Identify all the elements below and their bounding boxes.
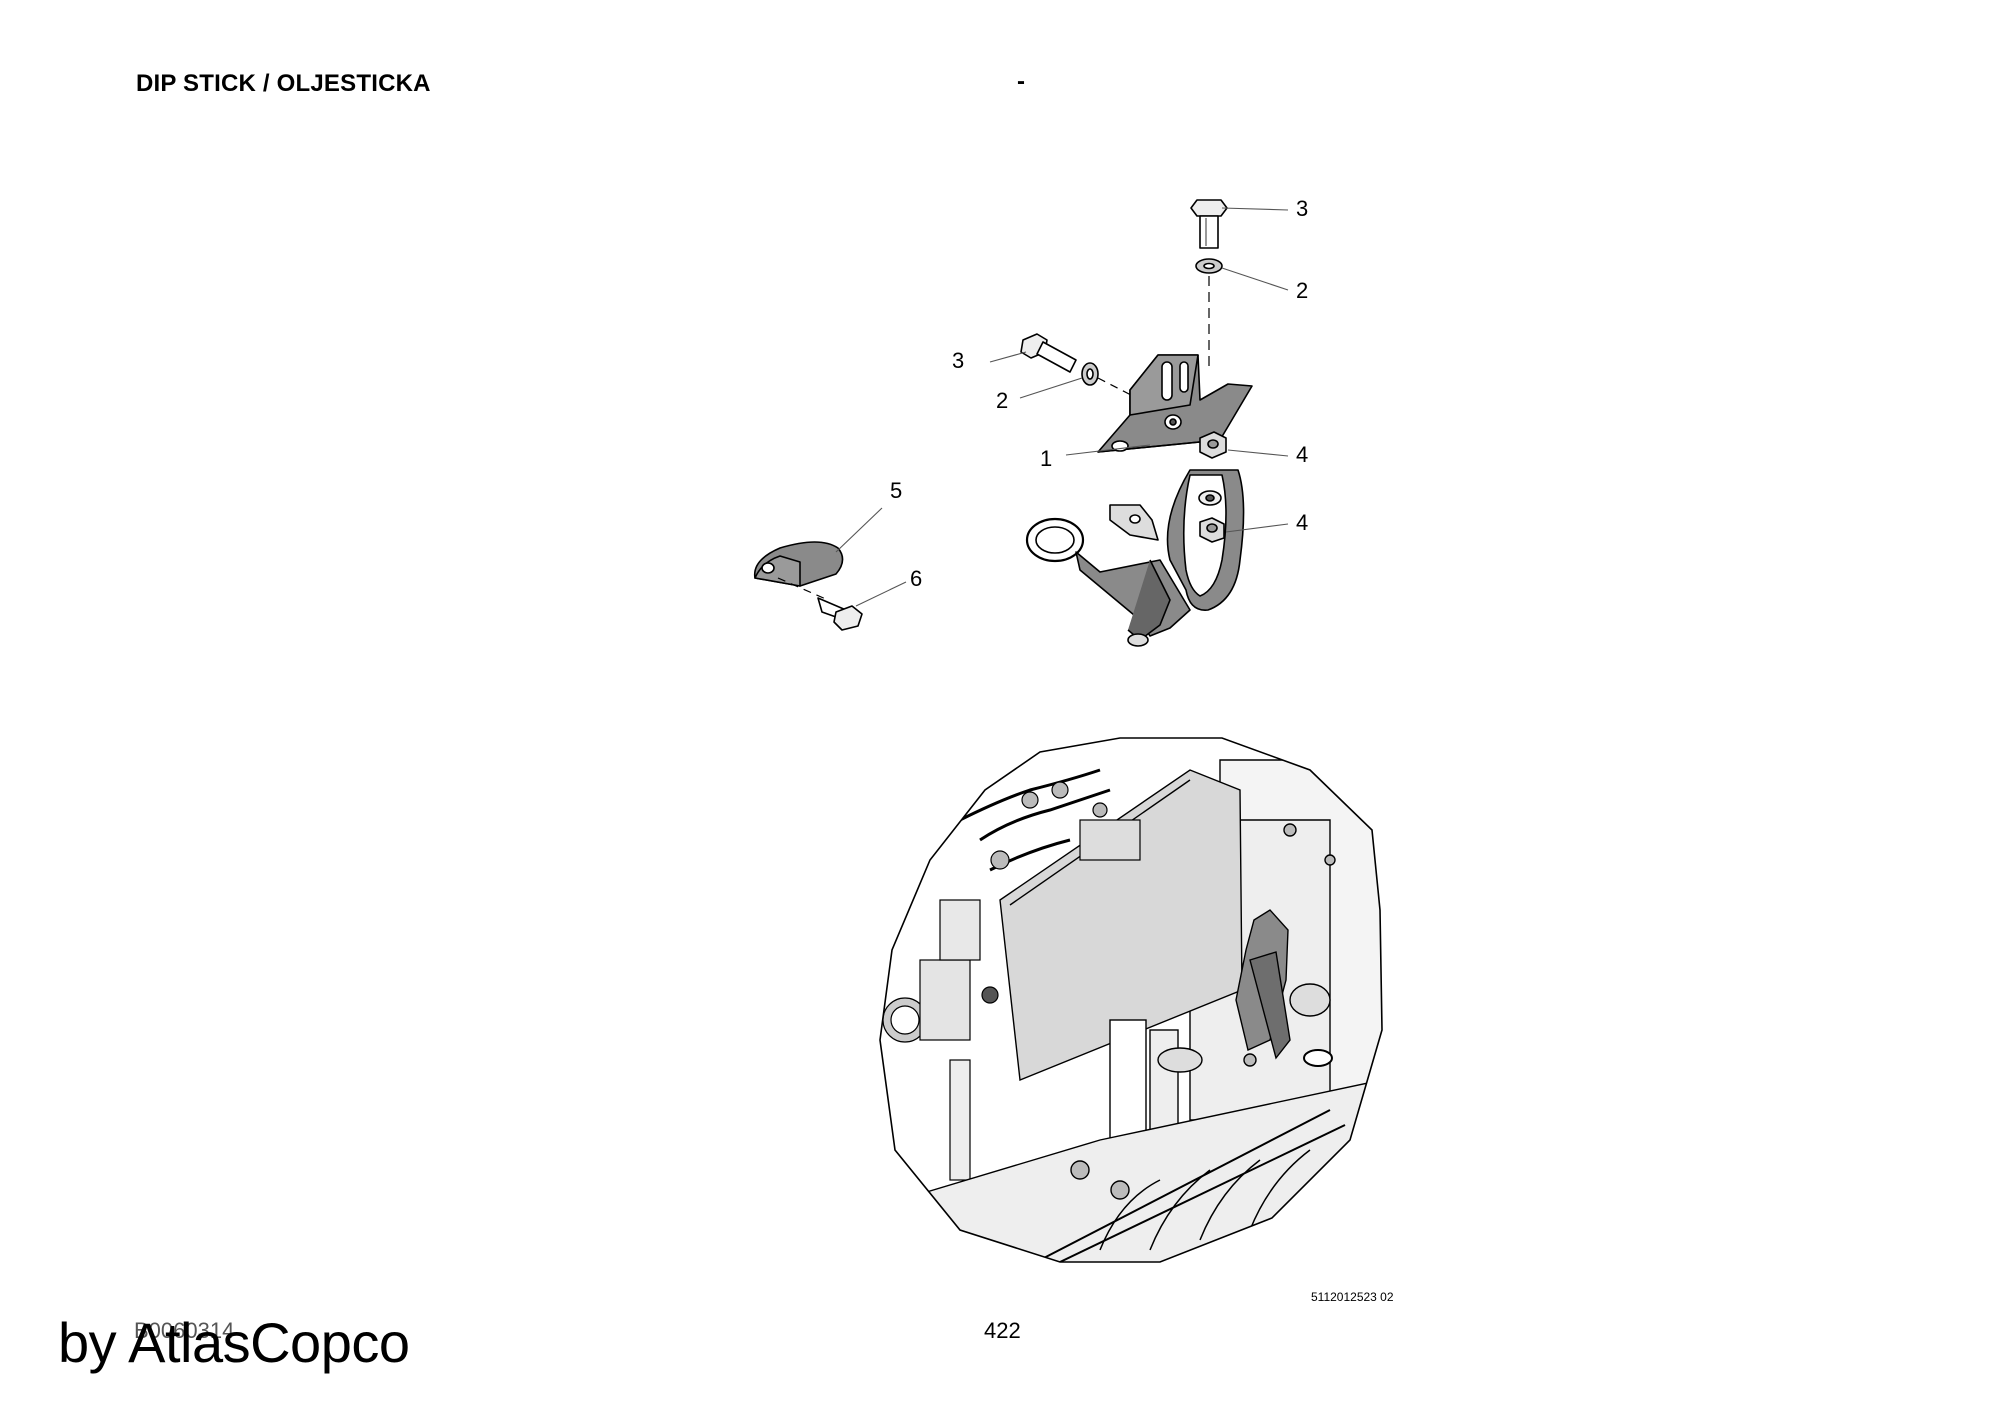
page-title: DIP STICK / OLJESTICKA [136, 70, 431, 97]
callout-bolt-small: 6 [910, 566, 923, 591]
nut-top [1199, 431, 1227, 459]
callout-clamp: 5 [890, 478, 903, 503]
bolt-small [817, 597, 863, 631]
callout-nut-bottom: 4 [1296, 510, 1309, 535]
p-clamp [753, 541, 844, 587]
leader-lines [835, 207, 1289, 607]
callout-washer-top: 2 [1296, 278, 1309, 303]
callout-washer-side: 2 [996, 388, 1009, 413]
page-number: 422 [984, 1318, 1021, 1343]
bolt-side [1020, 333, 1077, 373]
drawing-number: 5112012523 02 [1311, 1290, 1394, 1304]
washer-top [1195, 258, 1223, 274]
callout-nut-top: 4 [1296, 442, 1309, 467]
callout-bolt-top: 3 [1296, 196, 1309, 221]
watermark-text: by AtlasCopco [58, 1311, 410, 1374]
dipstick-handle [1025, 504, 1191, 647]
doc-number: B0060314 [134, 1318, 235, 1343]
dipstick-tube [1166, 469, 1245, 611]
location-overview-detail [879, 737, 1383, 1263]
callout-bracket: 1 [1040, 446, 1053, 471]
callout-bolt-side: 3 [952, 348, 965, 373]
title-dash: - [1017, 68, 1025, 95]
bolt-top [1190, 199, 1228, 249]
washer-side [1081, 362, 1099, 386]
bracket [1097, 354, 1253, 453]
